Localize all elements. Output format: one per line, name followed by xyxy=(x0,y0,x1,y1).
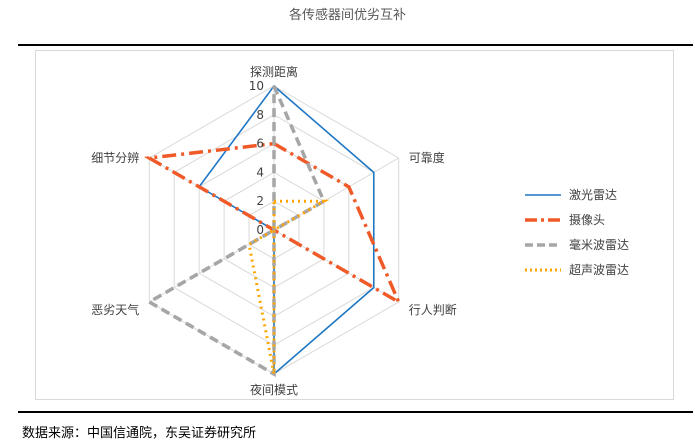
legend-item-lidar: 激光雷达 xyxy=(525,182,629,207)
axis-label-0: 探测距离 xyxy=(250,64,298,79)
source-note: 数据来源：中国信通院，东吴证券研究所 xyxy=(22,426,257,441)
legend-item-mmwave: 毫米波雷达 xyxy=(525,232,629,257)
series-line-camera xyxy=(143,141,403,307)
tick-label-8: 8 xyxy=(256,108,264,122)
tick-label-4: 4 xyxy=(256,165,264,179)
tick-label-0: 0 xyxy=(256,223,264,237)
series-line-mmwave xyxy=(145,85,327,378)
axis-label-1: 可靠度 xyxy=(409,150,445,165)
series-line-ultrasonic xyxy=(247,199,330,375)
axis-label-2: 行人判断 xyxy=(409,302,457,317)
tick-label-2: 2 xyxy=(256,194,264,208)
chart-title: 各传感器间优劣互补 xyxy=(288,8,406,23)
legend-label-ultrasonic: 超声波雷达 xyxy=(569,263,630,277)
legend-item-ultrasonic: 超声波雷达 xyxy=(525,257,629,282)
axis-label-4: 恶劣天气 xyxy=(91,302,139,317)
axis-label-3: 夜间模式 xyxy=(250,382,298,397)
legend-swatch-lidar xyxy=(525,193,561,196)
axis-label-5: 细节分辨 xyxy=(91,151,139,165)
legend-label-mmwave: 毫米波雷达 xyxy=(569,238,630,252)
legend-item-camera: 摄像头 xyxy=(525,207,629,232)
tick-label-10: 10 xyxy=(249,79,264,93)
legend-swatch-camera xyxy=(525,217,561,222)
plot-area xyxy=(35,50,674,400)
legend-label-camera: 摄像头 xyxy=(569,213,606,227)
tick-label-6: 6 xyxy=(256,137,264,151)
legend-swatch-mmwave xyxy=(525,242,561,247)
top-rule xyxy=(18,44,693,46)
bottom-rule xyxy=(18,411,693,413)
legend: 激光雷达 摄像头 毫米波雷达 超声波雷达 xyxy=(525,182,629,282)
legend-label-lidar: 激光雷达 xyxy=(569,188,618,202)
series-line-lidar xyxy=(197,84,375,376)
legend-swatch-ultrasonic xyxy=(525,268,561,271)
